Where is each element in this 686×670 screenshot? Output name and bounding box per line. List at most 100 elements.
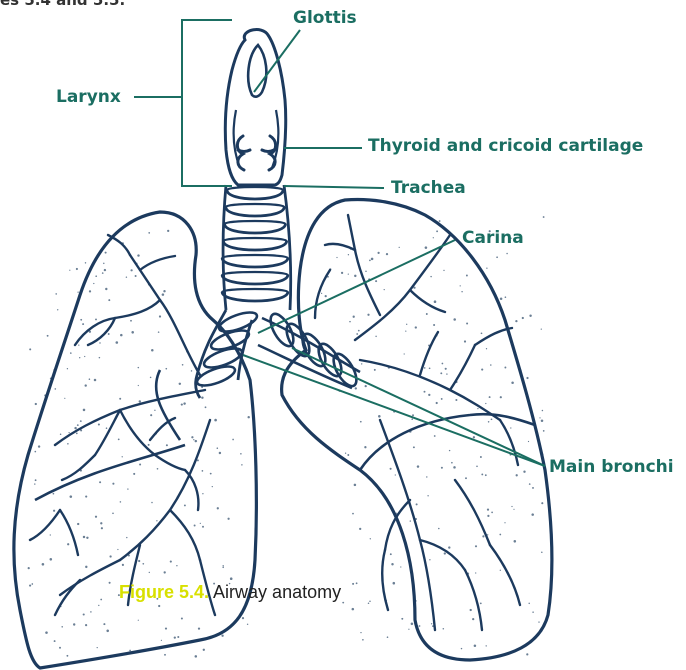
tissue-dot	[358, 330, 360, 332]
tissue-dot	[164, 571, 166, 573]
tissue-dot	[138, 620, 139, 621]
tissue-dot	[400, 566, 401, 567]
tissue-dot	[117, 549, 118, 550]
tissue-dot	[139, 400, 141, 402]
tissue-dot	[354, 275, 356, 277]
tissue-dot	[470, 609, 472, 611]
tissue-dot	[29, 585, 31, 587]
tissue-dot	[360, 632, 361, 633]
tissue-dot	[352, 513, 354, 515]
tissue-dot	[417, 465, 419, 467]
tissue-dot	[429, 559, 430, 560]
tissue-dot	[82, 323, 84, 325]
tissue-dot	[193, 439, 194, 440]
tissue-dot	[232, 439, 234, 441]
tissue-dot	[122, 564, 124, 566]
tissue-dot	[85, 624, 87, 626]
tissue-dot	[74, 427, 76, 429]
tissue-dot	[202, 493, 203, 494]
tissue-dot	[203, 649, 205, 651]
tissue-dot	[89, 290, 91, 292]
tissue-dot	[68, 432, 69, 433]
tissue-dot	[419, 625, 421, 627]
tissue-dot	[444, 552, 446, 554]
tissue-dot	[148, 232, 150, 234]
tissue-dot	[99, 481, 101, 483]
tissue-dot	[488, 421, 490, 423]
tissue-dot	[476, 466, 478, 468]
tissue-dot	[410, 520, 411, 521]
tissue-dot	[163, 290, 165, 292]
tissue-dot	[55, 293, 57, 295]
tissue-dot	[179, 383, 181, 385]
tissue-dot	[31, 583, 33, 585]
tissue-dot	[183, 402, 185, 404]
tissue-dot	[108, 299, 110, 301]
trachea-ring-top	[222, 255, 288, 258]
tissue-dot	[356, 333, 358, 335]
tissue-dot	[404, 353, 405, 354]
tissue-dot	[195, 440, 197, 442]
tissue-dot	[227, 518, 229, 520]
tissue-dot	[434, 300, 437, 303]
tissue-dot	[438, 528, 440, 530]
tissue-dot	[120, 501, 122, 503]
larynx-bracket	[182, 20, 232, 186]
tissue-dot	[191, 436, 193, 438]
tissue-dot	[138, 385, 139, 386]
tissue-dot	[154, 410, 155, 411]
tissue-dot	[93, 283, 94, 284]
tissue-dot	[364, 446, 366, 448]
tissue-dot	[529, 483, 531, 485]
tissue-dot	[149, 572, 150, 573]
tissue-dot	[126, 276, 127, 277]
tissue-dot	[135, 275, 137, 277]
tissue-dot	[95, 516, 97, 518]
larynx-outline	[225, 30, 286, 185]
tissue-dot	[487, 509, 489, 511]
tissue-dot	[67, 543, 69, 545]
tissue-dot	[522, 317, 524, 319]
tissue-dot	[413, 446, 415, 448]
tissue-dot	[424, 367, 426, 369]
tissue-dot	[430, 276, 431, 277]
tissue-dot	[191, 370, 193, 372]
tissue-dot	[406, 324, 407, 325]
tissue-dot	[510, 427, 511, 428]
tissue-dot	[240, 453, 242, 455]
tissue-dot	[449, 450, 450, 451]
tissue-dot	[131, 331, 134, 334]
tissue-dot	[416, 503, 418, 505]
tissue-dot	[150, 414, 152, 416]
trachea-label: Trachea	[391, 180, 466, 197]
trachea-wall-left	[223, 185, 226, 310]
tissue-dot	[95, 318, 97, 320]
tissue-dot	[466, 275, 468, 277]
tissue-dot	[151, 349, 154, 352]
tissue-dot	[352, 583, 354, 585]
tissue-dot	[198, 628, 200, 630]
tissue-dot	[486, 268, 487, 269]
trachea-ring-top	[222, 272, 288, 275]
tissue-dot	[89, 378, 91, 380]
tissue-dot	[442, 363, 444, 365]
tissue-dot	[489, 396, 491, 398]
trachea-ring	[222, 275, 288, 284]
tissue-dot	[354, 484, 357, 487]
tissue-dot	[53, 493, 55, 495]
tissue-dot	[523, 471, 525, 473]
tissue-dot	[460, 285, 461, 286]
tissue-dot	[70, 495, 73, 498]
tissue-dot	[481, 332, 483, 334]
tissue-dot	[59, 647, 61, 649]
tissue-dot	[378, 415, 381, 418]
tissue-dot	[230, 577, 233, 580]
tissue-dot	[130, 320, 132, 322]
tissue-dot	[342, 602, 344, 604]
tissue-dot	[241, 464, 242, 465]
tissue-dot	[386, 253, 388, 255]
tissue-dot	[412, 414, 414, 416]
tissue-dot	[80, 319, 82, 321]
tissue-dot	[109, 555, 111, 557]
